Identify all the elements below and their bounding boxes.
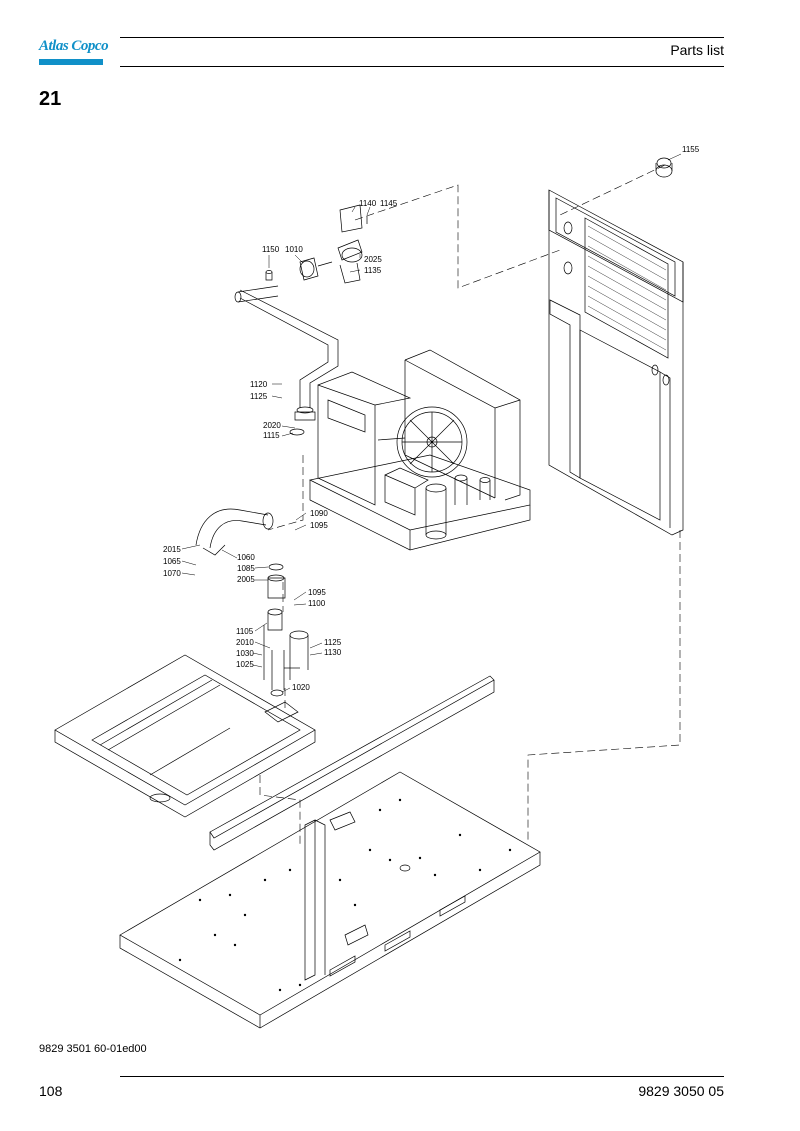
pipe-work <box>195 285 339 697</box>
callout-label: 1095 <box>308 588 326 597</box>
atlas-copco-logo: Atlas Copco <box>39 38 109 66</box>
footer-rule <box>120 1076 724 1077</box>
support-rail <box>209 675 495 851</box>
callout-leader-lines <box>181 153 682 693</box>
header-bottom-rule <box>120 66 724 67</box>
callout-label: 1100 <box>308 599 326 608</box>
callout-label: 1070 <box>163 569 181 578</box>
callout-label: 1025 <box>236 660 254 669</box>
drip-tray <box>54 654 316 818</box>
callout-label: 1125 <box>250 392 268 401</box>
callout-label: 1155 <box>682 145 700 154</box>
callout-label: 1135 <box>364 266 382 275</box>
callout-label: 1090 <box>310 509 328 518</box>
callout-label: 1130 <box>324 648 342 657</box>
callout-label: 1145 <box>380 199 398 208</box>
callout-label: 1125 <box>324 638 342 647</box>
drawing-reference: 9829 3501 60-01ed00 <box>39 1043 147 1055</box>
plug-part <box>655 157 673 178</box>
page-number: 108 <box>39 1083 63 1099</box>
callout-label: 1140 <box>359 199 377 208</box>
callout-label: 2025 <box>364 255 382 264</box>
callout-label: 1030 <box>236 649 254 658</box>
callout-label: 2010 <box>236 638 254 647</box>
rear-panel <box>548 189 684 536</box>
callout-label: 1020 <box>292 683 310 692</box>
logo-wordmark: Atlas Copco <box>39 38 109 54</box>
refrigeration-unit <box>308 349 531 551</box>
callout-label: 1010 <box>285 245 303 254</box>
callout-label: 2015 <box>163 545 181 554</box>
callout-label: 1095 <box>310 521 328 530</box>
callout-label: 1115 <box>263 431 280 440</box>
valve-assembly <box>265 204 368 284</box>
document-number: 9829 3050 05 <box>638 1083 724 1099</box>
header-top-rule <box>120 37 724 38</box>
logo-bar <box>39 59 103 65</box>
page-title: Parts list <box>670 42 724 58</box>
callout-label: 2005 <box>237 575 255 584</box>
callout-label: 1150 <box>262 245 280 254</box>
callout-labels: 1155 1140 1145 1150 1010 2025 1135 1120 … <box>163 145 700 692</box>
section-number: 21 <box>39 88 62 110</box>
callout-label: 1085 <box>237 564 255 573</box>
callout-label: 1120 <box>250 380 268 389</box>
callout-label: 2020 <box>263 421 281 430</box>
base-frame <box>119 771 541 1029</box>
callout-label: 1065 <box>163 557 181 566</box>
assembly-guide-lines <box>259 164 681 845</box>
callout-label: 1105 <box>236 627 254 636</box>
callout-label: 1060 <box>237 553 255 562</box>
